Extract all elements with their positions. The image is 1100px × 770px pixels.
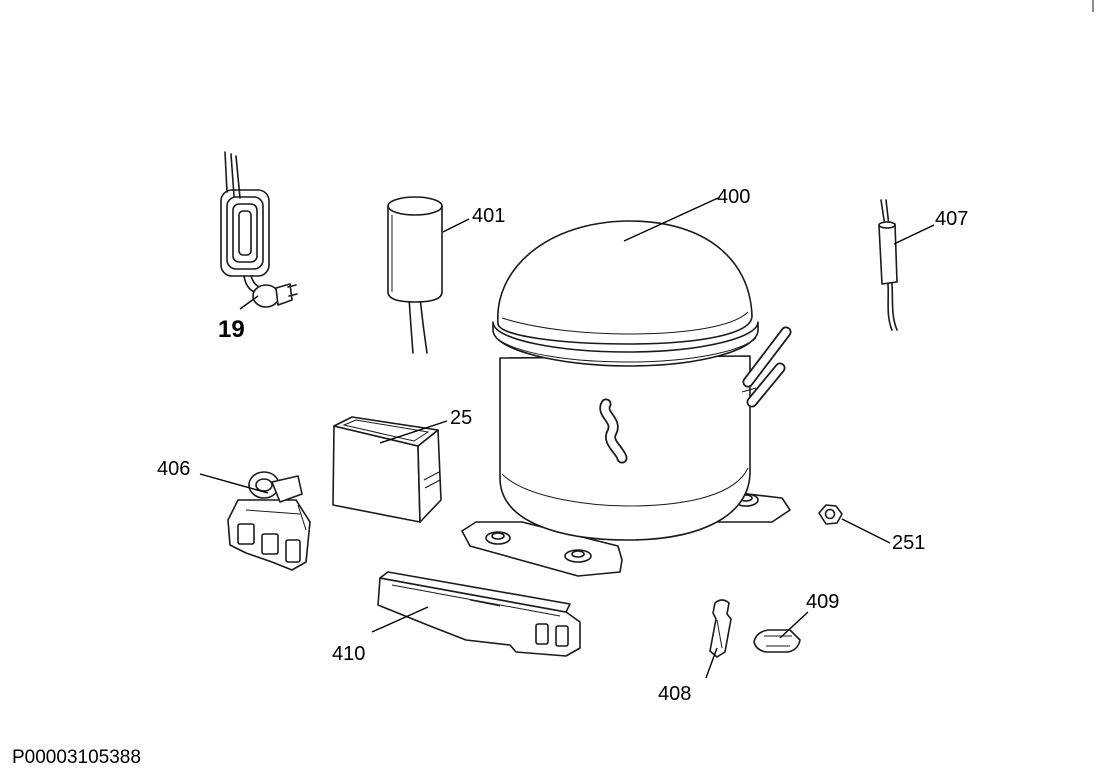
callout-19: 19 bbox=[218, 316, 245, 343]
callout-25: 25 bbox=[450, 407, 472, 429]
part-407-drawing bbox=[878, 199, 898, 331]
callout-406: 406 bbox=[157, 458, 190, 480]
diagram-code: P00003105388 bbox=[12, 747, 141, 768]
part-400-drawing bbox=[461, 220, 792, 577]
callout-400: 400 bbox=[717, 186, 750, 208]
leader-line-251 bbox=[841, 518, 891, 544]
part-251-drawing bbox=[818, 504, 843, 525]
leader-line-406 bbox=[199, 473, 269, 494]
part-408-drawing bbox=[709, 599, 732, 658]
leader-line-19 bbox=[239, 295, 259, 310]
leader-line-407 bbox=[893, 224, 935, 245]
callout-410: 410 bbox=[332, 643, 365, 665]
leader-line-25 bbox=[379, 420, 448, 444]
part-410-drawing bbox=[377, 571, 581, 657]
callout-251: 251 bbox=[892, 532, 925, 554]
part-19-drawing bbox=[220, 151, 298, 308]
part-406-drawing bbox=[227, 471, 311, 571]
callout-408: 408 bbox=[658, 683, 691, 705]
leader-line-409 bbox=[779, 611, 809, 639]
part-409-drawing bbox=[753, 629, 801, 653]
leader-line-401 bbox=[442, 218, 470, 233]
part-401-drawing bbox=[387, 196, 443, 354]
callout-407: 407 bbox=[935, 208, 968, 230]
part-25-drawing bbox=[332, 416, 442, 523]
leader-line-408 bbox=[705, 647, 718, 679]
leader-line-400 bbox=[623, 197, 719, 242]
callout-409: 409 bbox=[806, 591, 839, 613]
leader-line-410 bbox=[371, 606, 429, 633]
callout-401: 401 bbox=[472, 205, 505, 227]
